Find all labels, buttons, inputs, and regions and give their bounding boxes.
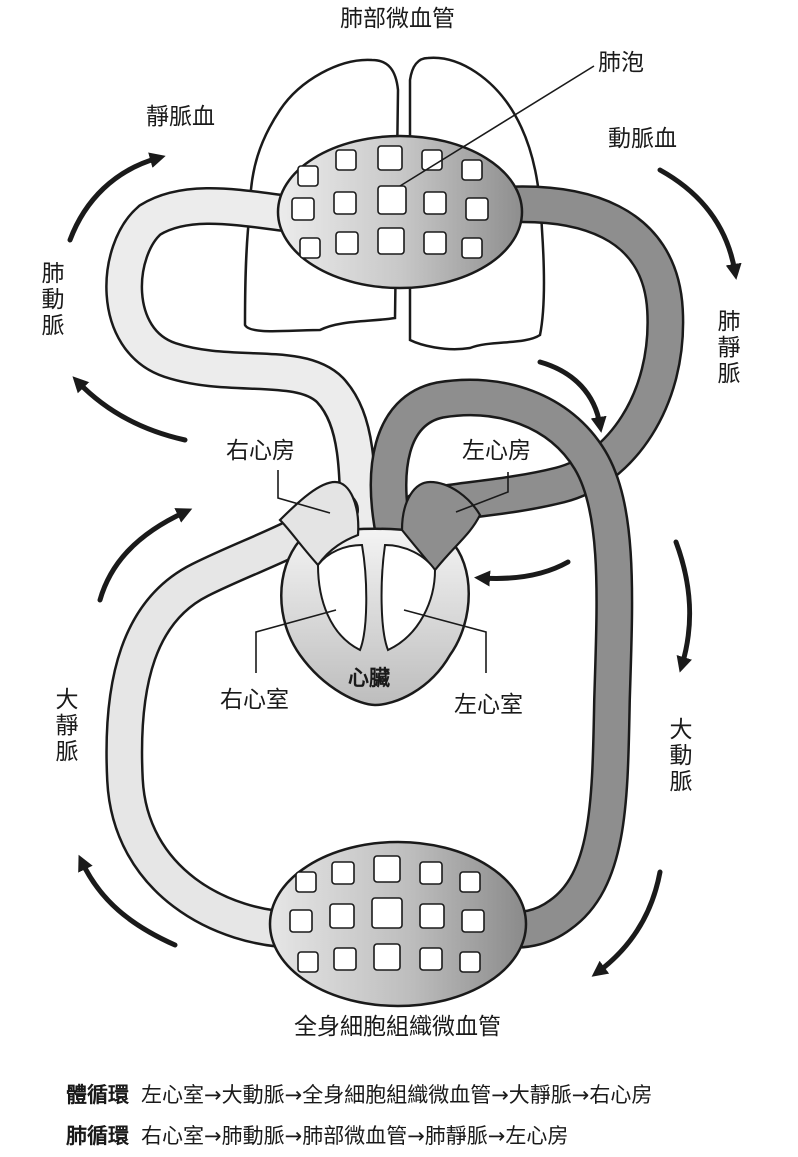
label-left-ventricle: 左心室 xyxy=(454,692,523,718)
label-lung-capillaries: 肺部微血管 xyxy=(340,6,455,32)
arrow-right-atrium-return xyxy=(97,508,193,603)
arrow-venous-to-lung xyxy=(67,152,166,243)
label-vena-cava: 大靜脈 xyxy=(55,687,79,765)
label-right-atrium: 右心房 xyxy=(226,438,295,464)
lung-capillary-bed xyxy=(276,134,524,290)
label-body-capillaries: 全身細胞組織微血管 xyxy=(294,1014,501,1040)
right-ventricle-shape xyxy=(316,543,368,652)
circulation-drawing xyxy=(67,56,742,1008)
legend-systemic-path: 左心室→大動脈→全身細胞組織微血管→大靜脈→右心房 xyxy=(141,1083,653,1107)
leader-lines xyxy=(255,65,595,673)
legend-pulmonary-title: 肺循環 xyxy=(66,1124,129,1148)
body-capillary-bed xyxy=(268,840,528,1008)
heart-shape xyxy=(278,480,482,707)
arrow-vena-cava-up xyxy=(78,854,178,948)
arrow-aorta-bottom xyxy=(591,869,663,977)
right-atrium-shape xyxy=(278,480,360,567)
arrow-arterial-from-lung xyxy=(657,167,742,280)
legend-pulmonary: 肺循環右心室→肺動脈→肺部微血管→肺靜脈→左心房 xyxy=(66,1120,568,1150)
arrow-aorta-down xyxy=(673,539,693,673)
arrow-pulmonary-artery xyxy=(72,376,188,443)
label-pulmonary-vein: 肺靜脈 xyxy=(717,309,741,387)
label-alveoli: 肺泡 xyxy=(598,50,644,76)
arrow-pulmonary-vein xyxy=(537,359,607,433)
label-venous-blood: 靜脈血 xyxy=(146,104,215,130)
legend-pulmonary-path: 右心室→肺動脈→肺部微血管→肺靜脈→左心房 xyxy=(141,1124,569,1148)
label-right-ventricle: 右心室 xyxy=(220,687,289,713)
legend-systemic: 體循環左心室→大動脈→全身細胞組織微血管→大靜脈→右心房 xyxy=(66,1079,652,1109)
arrow-into-left-atrium xyxy=(474,559,571,587)
label-left-atrium: 左心房 xyxy=(462,438,531,464)
flow-arrows xyxy=(67,152,742,977)
left-ventricle-shape xyxy=(380,543,437,652)
label-arterial-blood: 動脈血 xyxy=(608,126,677,152)
label-heart: 心臟 xyxy=(348,666,390,690)
legend-systemic-title: 體循環 xyxy=(66,1083,129,1107)
label-aorta: 大動脈 xyxy=(669,717,693,795)
label-pulmonary-artery: 肺動脈 xyxy=(41,261,65,339)
